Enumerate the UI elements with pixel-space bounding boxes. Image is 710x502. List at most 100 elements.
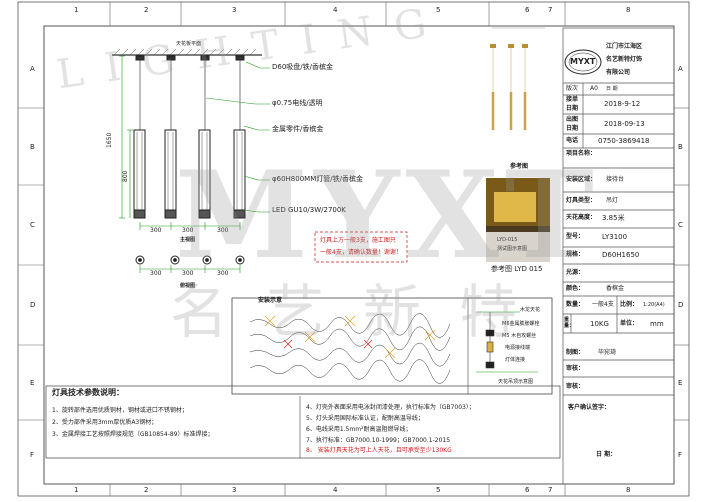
row-label-b-right: B [678, 143, 683, 151]
col-label-8-bottom: 8 [626, 486, 631, 494]
bottom-view-label: 俯视图 [180, 283, 196, 289]
col-label-6-bottom: 6 [525, 486, 530, 494]
unit-label: 单位： [620, 320, 639, 327]
col-label-5-bottom: 5 [436, 486, 441, 494]
field-model-value: LY3100 [602, 233, 628, 241]
install-label-4: 电源接线端 [505, 345, 531, 351]
dimension-lines [119, 55, 270, 273]
customer-sign-label: 客户确认签字： [568, 404, 611, 411]
recv-date: 2018-9-12 [604, 100, 641, 108]
col-label-1: 1 [74, 6, 79, 14]
field-type-value: 吊灯 [606, 197, 619, 204]
qty-label: 数量： [566, 301, 585, 308]
ceiling-label: 天花板平面 [176, 41, 202, 47]
callout-fitting: 金属零件/香槟金 [272, 125, 324, 133]
install-yellow-marks [264, 315, 436, 359]
field-area-label: 安装区域： [566, 176, 597, 183]
weight-label: 重量： [564, 317, 575, 329]
logo-text: MYXT [570, 57, 596, 66]
callout-base: D60吸盘/铁/香槟金 [272, 63, 334, 71]
install-title: 安装示意 [258, 297, 283, 304]
tech-left-1: 1、旋转部件选用优质铜材，钢材或进口不锈钢材； [52, 407, 188, 414]
reference-photo-text2: 测试图示意图 [497, 246, 528, 252]
col-label-7: 7 [548, 6, 553, 14]
dim-bottom-spacing-2: 300 [182, 270, 194, 277]
tech-right-4: 4、灯壳外表面采用电泳封闭漆处理，执行标准为（GB7003）； [306, 404, 475, 411]
row-label-f-right: F [678, 451, 683, 459]
field-project-label: 项目名称： [566, 150, 597, 157]
recv-label-1: 接单 [566, 96, 579, 103]
row-label-b: B [30, 143, 35, 151]
install-red-marks [283, 339, 373, 349]
company-name-1: 江门市江海区 [606, 43, 643, 50]
qty-value: 一般4支 [592, 301, 614, 308]
reference-photo-text1: LYD-015 [497, 237, 518, 243]
red-note-line1: 灯具上方一般3支，施工图只 [320, 237, 396, 244]
field-area-value: 接待台 [606, 176, 625, 183]
company-logo [564, 49, 602, 75]
install-label-2: M6金属膨胀螺栓 [502, 321, 540, 327]
callout-led: LED GU10/3W/2700K [272, 206, 346, 214]
field-height-value: 3.85米 [602, 214, 625, 222]
row-label-a: A [30, 65, 35, 73]
col-label-3: 3 [232, 6, 237, 14]
pendant-4 [233, 55, 246, 219]
dim-spacing-3: 300 [217, 227, 229, 234]
row-label-e-right: E [678, 379, 683, 387]
row-label-d-right: D [678, 301, 684, 309]
drawer-label: 制图： [566, 349, 585, 356]
dim-spacing-1: 300 [150, 227, 162, 234]
approver-label: 审核： [566, 383, 585, 390]
drawer-value: 毕宛琦 [598, 349, 617, 356]
col-label-1-bottom: 1 [74, 486, 79, 494]
install-footer: 天花吊顶示意图 [498, 379, 534, 385]
dim-bottom-spacing-1: 300 [150, 270, 162, 277]
date-label: 日 期 [606, 86, 618, 92]
company-name-3: 有限公司 [606, 69, 631, 76]
dim-tube-height: 800 [122, 170, 129, 182]
checker-label: 审核： [566, 365, 585, 372]
col-label-4: 4 [333, 6, 338, 14]
pendant-fixtures [133, 55, 246, 219]
callout-tube: φ60H800MM灯管/铁/香槟金 [272, 175, 363, 183]
tech-notes-frame [45, 385, 561, 459]
reference-pendant-image [490, 27, 545, 130]
field-spec-value: D60H1650 [602, 251, 640, 259]
out-date: 2018-09-13 [604, 120, 645, 128]
install-texture [249, 313, 451, 384]
company-name-2: 名艺新特灯饰 [606, 56, 643, 63]
recv-label-2: 日期 [566, 105, 579, 112]
pendant-1 [133, 55, 146, 219]
install-label-5: 灯体连接 [505, 357, 526, 363]
tech-left-2: 2、受力部件采用3mm厚优质A3钢材； [52, 419, 158, 426]
row-label-e: E [30, 379, 35, 387]
ceiling-line [112, 48, 262, 56]
col-label-5: 5 [436, 6, 441, 14]
red-note-line2: 一般4支，请确认数量！谢谢！ [320, 249, 402, 256]
install-detail [476, 311, 538, 373]
install-label-1: 木龙天花 [520, 307, 541, 313]
row-label-c-right: C [678, 221, 683, 229]
field-light-label: 光源： [566, 269, 585, 276]
tel-value: 0750-3869418 [598, 137, 650, 145]
field-spec-label: 规格： [566, 251, 585, 258]
row-label-a-right: A [678, 65, 683, 73]
version-value: A0 [590, 85, 598, 92]
dim-total-height: 1650 [106, 132, 113, 148]
red-note-box [314, 231, 408, 263]
weight-value: 10KG [590, 320, 609, 328]
bottom-view-circles [135, 255, 245, 265]
top-view-label: 主视图 [180, 237, 196, 243]
col-label-4-bottom: 4 [333, 486, 338, 494]
tech-left-3: 3、金属焊接工艺按照焊接规范（GB10854-89）标准焊接； [52, 431, 214, 438]
pendant-3 [198, 55, 211, 219]
install-section-frame [231, 297, 553, 395]
version-label: 版次 [566, 85, 579, 92]
row-label-d: D [30, 301, 36, 309]
field-height-label: 天花高度： [566, 214, 597, 221]
tech-right-5: 5、灯头采用国际标准认证，配耐高温导线； [306, 415, 424, 422]
col-label-2-bottom: 2 [144, 486, 149, 494]
tech-right-6: 6、电线采用1.5mm²耐高温阻燃导线； [306, 426, 412, 433]
col-label-8: 8 [626, 6, 631, 14]
title-block-frame [562, 27, 675, 485]
